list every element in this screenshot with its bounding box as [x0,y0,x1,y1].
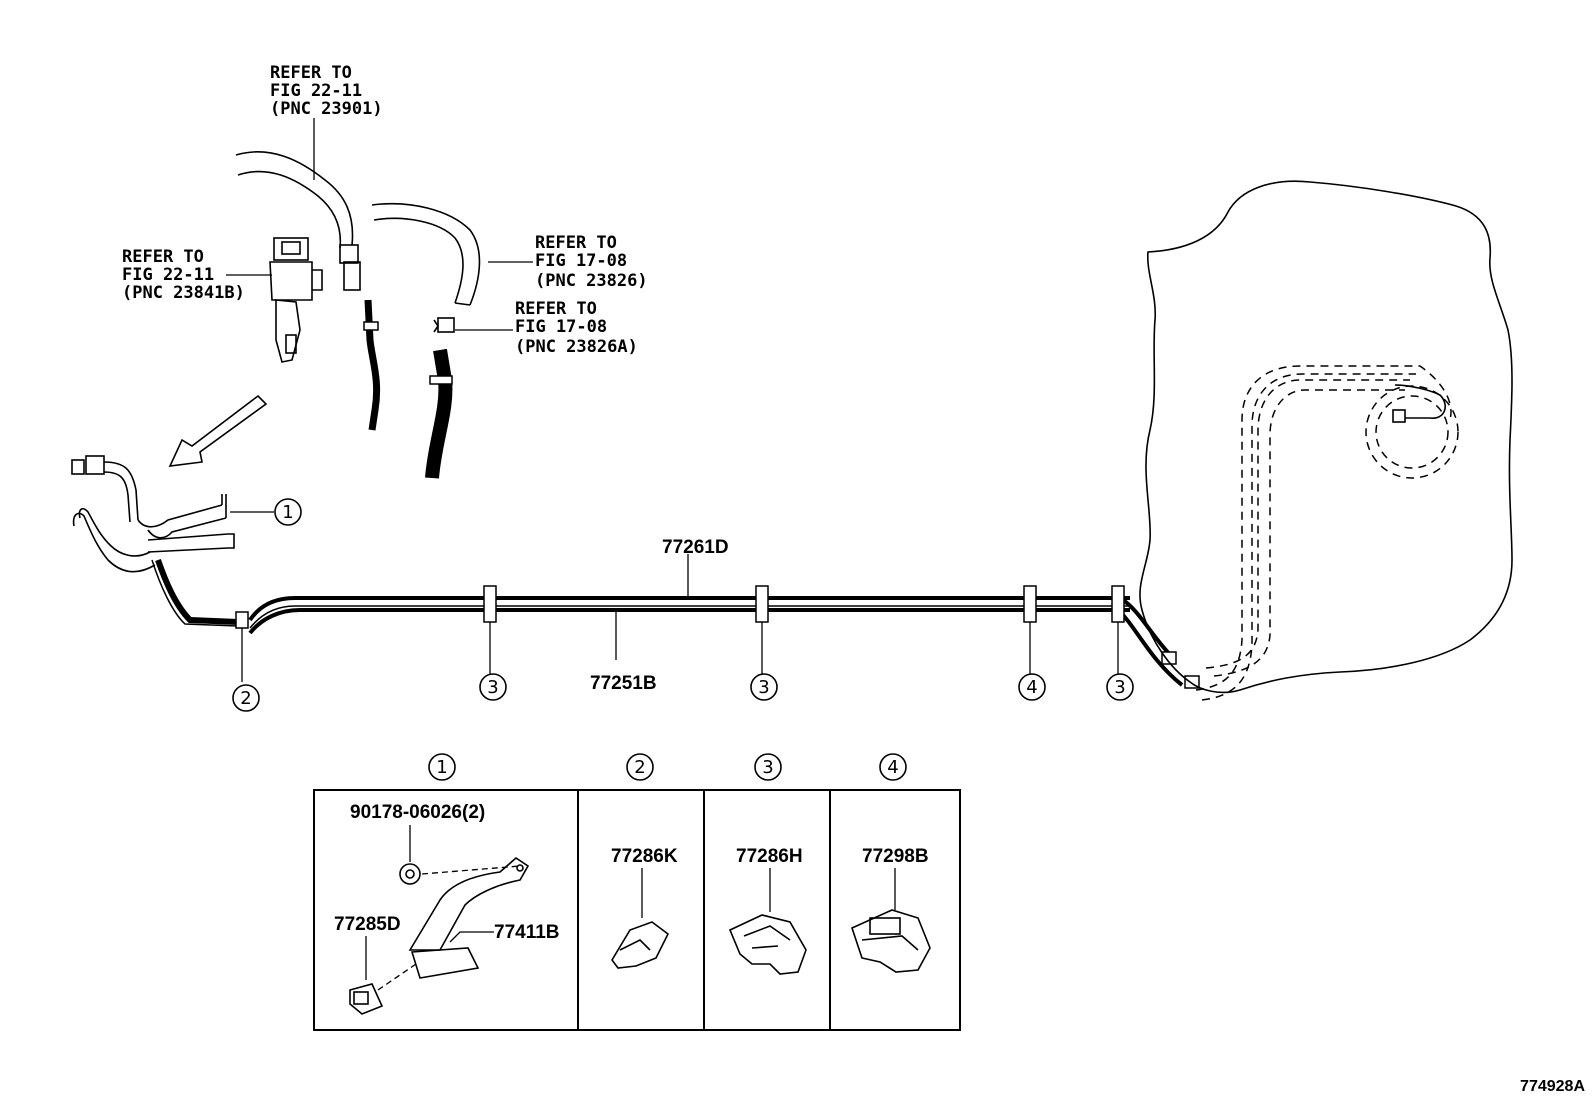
clip-77298B-icon [851,909,931,973]
clamp-3-icon [1111,585,1125,623]
part-label-77286H: 77286H [736,846,803,867]
svg-text:1: 1 [282,502,293,523]
svg-text:4: 4 [887,757,898,778]
callout-ref-23826: REFER TO FIG 17-08 (PNC 23826) [488,233,648,291]
clip-77285D-icon [349,983,384,1015]
clamp-3-icon [755,585,769,623]
callout-line: (PNC 23841B) [122,283,245,303]
callout-line: (PNC 23826A) [515,337,638,357]
detail-panels: 1 2 3 4 90178-06026(2) 77411B 77285D [313,753,961,1031]
part-label-77286K: 77286K [611,846,678,867]
callout-line: REFER TO [515,299,597,319]
panel-header-4: 4 [879,753,907,781]
callout-ref-23841b: REFER TO FIG 22-11 (PNC 23841B) [122,247,272,303]
part-label-77411B: 77411B [494,922,560,943]
marker-4: 4 [1018,673,1046,701]
detail-panel-frame [313,789,961,1031]
part-label-90178-06026: 90178-06026(2) [350,802,485,823]
fuel-tank-outline [1139,180,1513,694]
callout-line: FIG 17-08 [535,251,627,271]
marker-3: 3 [479,673,507,701]
callout-ref-23901: REFER TO FIG 22-11 (PNC 23901) [270,63,383,180]
tube-clamps [235,585,1125,629]
clamp-4-icon [1023,585,1037,623]
clip-77286H-icon [728,914,807,975]
part-label-77251B: 77251B [590,673,657,694]
main-tube-upper-77261D [248,596,1130,629]
callout-line: FIG 22-11 [122,265,214,285]
clamp-3-icon [483,585,497,623]
svg-text:2: 2 [240,688,251,709]
main-tube-lower-77251B [248,608,1130,635]
panel-header-2: 2 [626,753,654,781]
svg-text:3: 3 [762,757,773,778]
callout-line: FIG 22-11 [270,81,362,101]
callout-line: REFER TO [122,247,204,267]
hose-clamp-icon [433,317,455,333]
clip-77286K-icon [611,921,670,969]
direction-arrow-icon [168,394,268,467]
callout-line: (PNC 23826) [535,271,648,291]
callout-line: (PNC 23901) [270,99,383,119]
nut-icon [399,863,421,885]
valve-connector-icon [269,237,323,363]
clamp-2-icon [235,611,249,629]
part-label-77298B: 77298B [862,846,929,867]
svg-text:1: 1 [436,757,447,778]
panel-header-3: 3 [754,753,782,781]
fuel-pump-opening [1365,384,1459,479]
tube-to-tank [1116,596,1200,689]
svg-text:3: 3 [758,677,769,698]
left-tube-assembly [71,455,239,627]
svg-text:4: 4 [1026,677,1037,698]
callout-line: FIG 17-08 [515,317,607,337]
bracket-icon [408,856,530,979]
fuel-vent-hose [371,202,481,479]
marker-3: 3 [1106,673,1134,701]
callout-line: REFER TO [535,233,617,253]
panel-header-1: 1 [428,753,456,781]
callout-line: REFER TO [270,63,352,83]
svg-text:2: 2 [634,757,645,778]
marker-2: 2 [232,684,260,712]
svg-text:3: 3 [1114,677,1125,698]
marker-1: 1 [274,498,302,526]
svg-text:3: 3 [487,677,498,698]
part-label-77285D: 77285D [334,914,401,935]
callout-ref-23826a: REFER TO FIG 17-08 (PNC 23826A) [455,299,638,357]
figure-id: 774928A [1520,1078,1585,1095]
marker-leaders [230,511,1119,682]
part-label-77261D: 77261D [662,537,729,558]
tank-internal-tubes [1195,365,1452,701]
fuel-filler-hose [235,151,381,431]
marker-3: 3 [750,673,778,701]
